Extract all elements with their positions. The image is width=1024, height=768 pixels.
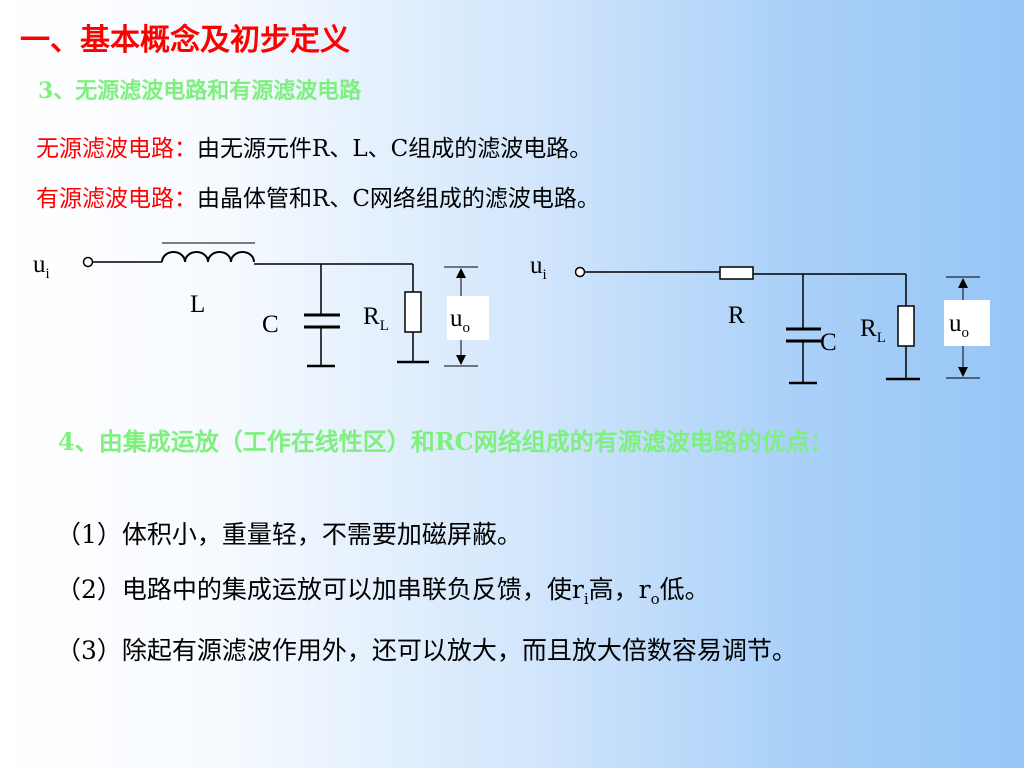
input-terminal bbox=[574, 266, 586, 278]
load-resistor bbox=[404, 291, 422, 333]
advantage-text: （2）电路中的集成运放可以加串联负反馈，使r bbox=[56, 575, 584, 604]
subscript: o bbox=[650, 590, 660, 608]
section-4-heading: 4、由集成运放（工作在线性区）和RC网络组成的有源滤波电路的优点： bbox=[58, 427, 834, 456]
slide-title: 一、基本概念及初步定义 bbox=[20, 23, 350, 58]
definition-text: 由无源元件R、L、C组成的滤波电路。 bbox=[197, 136, 593, 162]
advantage-item: （3）除起有源滤波作用外，还可以放大，而且放大倍数容易调节。 bbox=[56, 636, 797, 665]
load-resistor-label: RL bbox=[363, 303, 389, 334]
advantage-item: （1）体积小，重量轻，不需要加磁屏蔽。 bbox=[56, 520, 522, 549]
output-voltage-label: uo bbox=[450, 305, 470, 336]
inductor-symbol bbox=[161, 251, 255, 263]
subscript: i bbox=[583, 590, 589, 608]
resistor-label: R bbox=[728, 302, 745, 329]
load-resistor bbox=[897, 305, 915, 347]
filter-circuit-diagrams: ui L C RL uo ui R C RL uo bbox=[33, 242, 990, 385]
definition-text: 由晶体管和R、C网络组成的滤波电路。 bbox=[197, 186, 600, 212]
series-resistor bbox=[719, 266, 754, 280]
section-3-heading: 3、无源滤波电路和有源滤波电路 bbox=[38, 78, 362, 104]
output-label-box bbox=[944, 300, 990, 346]
advantage-text: 低。 bbox=[659, 575, 710, 604]
input-voltage-label: ui bbox=[530, 252, 547, 283]
advantage-text: 高，r bbox=[588, 575, 651, 604]
capacitor-label: C bbox=[262, 311, 279, 338]
input-voltage-label: ui bbox=[33, 251, 50, 282]
definition-active-filter: 有源滤波电路：由晶体管和R、C网络组成的滤波电路。 bbox=[36, 188, 600, 211]
load-resistor-label: RL bbox=[860, 315, 886, 346]
output-label-box bbox=[447, 296, 489, 340]
definition-term: 有源滤波电路： bbox=[36, 186, 197, 212]
rc-filter-circuit: ui R C RL uo bbox=[530, 252, 990, 385]
output-voltage-label: uo bbox=[949, 310, 969, 341]
definition-passive-filter: 无源滤波电路：由无源元件R、L、C组成的滤波电路。 bbox=[36, 138, 592, 161]
inductor-label: L bbox=[190, 291, 205, 318]
capacitor-label: C bbox=[820, 329, 837, 356]
input-terminal bbox=[82, 256, 94, 268]
lc-filter-circuit: ui L C RL uo bbox=[33, 242, 489, 368]
definition-term: 无源滤波电路： bbox=[36, 136, 197, 162]
advantage-item: （2）电路中的集成运放可以加串联负反馈，使ri高，ro低。 bbox=[56, 575, 710, 607]
